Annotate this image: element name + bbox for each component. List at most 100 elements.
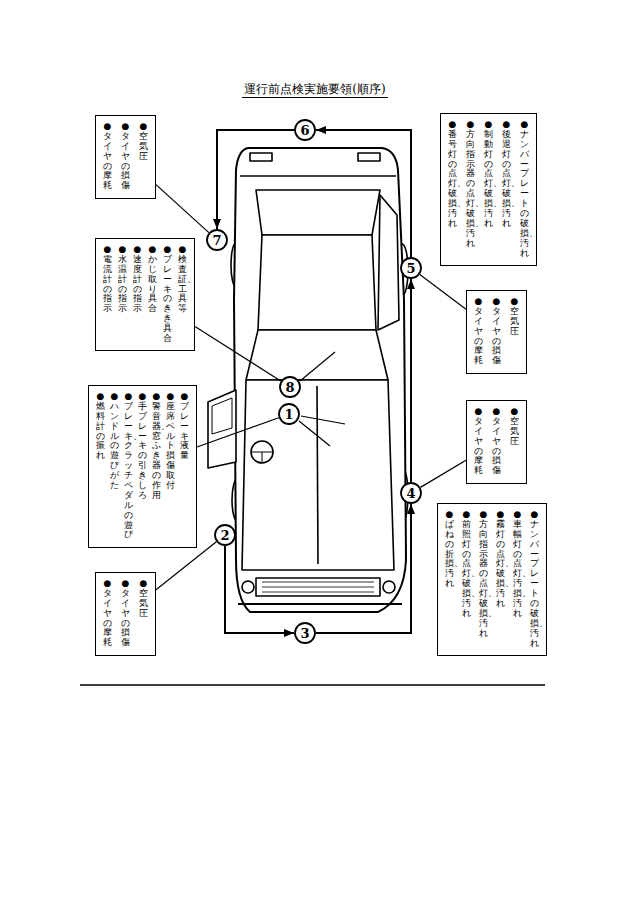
check-item: ●検査証、工具等	[178, 245, 187, 314]
step-number: 6	[300, 124, 309, 137]
circle-shape	[401, 483, 421, 503]
rear-window	[256, 190, 380, 235]
leader-line	[156, 542, 216, 590]
step-number: 3	[300, 627, 309, 640]
hood-crease	[317, 386, 318, 564]
tail-light	[358, 153, 380, 161]
leader-line	[420, 460, 466, 487]
check-item: ●空気圧	[139, 579, 148, 619]
step-number: 1	[284, 408, 293, 421]
door-window	[212, 398, 232, 434]
check-item: ●制動灯の点灯、破損、汚れ	[484, 120, 493, 229]
check-item: ●タイヤの摩耗	[103, 122, 112, 191]
check-item: ●ブレーキ液量	[180, 392, 189, 461]
steering-spokes	[251, 452, 273, 463]
check-item: ●タイヤの摩耗	[474, 297, 483, 366]
check-item: ●ナンバープレートの破損、汚れ	[520, 120, 529, 258]
check-item: ●警音器、窓ふき器の作用	[152, 392, 161, 501]
check-item: ●タイヤの損傷	[492, 297, 501, 366]
check-item: ●ブレーキ、クラッチペダルの遊び	[124, 392, 133, 540]
circle-shape	[401, 258, 421, 278]
check-item: ●タイヤの損傷	[492, 407, 501, 476]
grille-bars	[262, 582, 374, 592]
pointer-line	[300, 352, 335, 381]
flow-arrow	[316, 504, 411, 633]
leader-line	[156, 185, 209, 233]
step-circle: 6	[294, 119, 316, 141]
check-item: ●タイヤの損傷	[121, 122, 130, 191]
check-item: ●ハンドルの遊びがた	[110, 392, 119, 491]
headlight	[242, 581, 254, 593]
step-circle: 4	[400, 482, 422, 504]
step-number: 8	[285, 381, 294, 394]
steering-wheel	[251, 441, 273, 463]
step-circle: 7	[206, 229, 228, 251]
open-door	[208, 390, 236, 468]
check-item: ●方向指示器の点灯、破損、汚れ	[479, 510, 488, 639]
check-item: ●ナンバープレートの破損、汚れ	[530, 510, 539, 648]
check-item: ●タイヤの摩耗	[474, 407, 483, 476]
step-number: 5	[406, 262, 415, 275]
check-item: ●かじ取り具合	[148, 245, 157, 314]
check-item: ●電流計の指示	[103, 245, 112, 314]
check-list-box: ●番号灯の点灯、破損、汚れ ●方向指示器の点灯、破損、汚れ ●制動灯の点灯、破損、汚…	[440, 113, 537, 266]
page-title: 運行前点検実施要領(順序)	[242, 82, 387, 98]
circle-shape	[279, 404, 299, 424]
step-circle: 8	[279, 376, 301, 398]
flow-arrow	[410, 279, 412, 482]
step-circle: 5	[400, 257, 422, 279]
check-item: ●水温計の指示	[118, 245, 127, 314]
flow-arrow	[225, 546, 294, 633]
check-list-box: ●タイヤの摩耗 ●タイヤの損傷 ●空気圧	[466, 290, 527, 374]
check-list-box: ●タイヤの摩耗●タイヤの損傷●空気圧	[466, 400, 527, 484]
title-row: 運行前点検実施要領(順序)	[0, 79, 630, 98]
roof	[258, 235, 376, 330]
bottom-rule	[80, 684, 545, 686]
check-item: ●空気圧	[139, 122, 148, 162]
check-list-box: ●ばねの折損、汚れ ●前照灯の点灯、破損、汚れ ●方向指示器の点灯、破損、汚れ ●霧灯…	[437, 503, 547, 656]
circle-shape	[215, 525, 235, 545]
circle-shape	[295, 120, 315, 140]
step-number: 4	[406, 487, 415, 500]
circle-shape	[295, 623, 315, 643]
check-item: ●タイヤの損傷	[121, 579, 130, 648]
leader-line	[420, 275, 466, 310]
circle-shape	[207, 230, 227, 250]
check-list-box: ●電流計の指示 ●水温計の指示 ●速度計の指示 ●かじ取り具合 ●ブレーキのきき具合 ●検…	[95, 238, 195, 351]
leader-line	[197, 418, 279, 447]
step-circle: 3	[294, 622, 316, 644]
headlight	[383, 581, 395, 593]
pointer-line	[299, 421, 330, 446]
check-item: ●霧灯の点灯、破損、汚れ	[496, 510, 505, 609]
flow-arrow	[316, 130, 411, 257]
check-item: ●速度計の指示	[133, 245, 142, 314]
grille	[256, 578, 380, 596]
check-item: ●ばねの折損、汚れ	[445, 510, 454, 589]
car-body	[234, 148, 406, 612]
check-list-box: ●タイヤの摩耗●タイヤの損傷●空気圧	[95, 572, 156, 656]
step-circle: 1	[278, 403, 300, 425]
step-circle: 2	[214, 524, 236, 546]
bumper	[238, 603, 402, 605]
step-number: 7	[212, 234, 221, 247]
check-list-box: ●タイヤの摩耗 ●タイヤの損傷 ●空気圧	[95, 115, 156, 199]
step-number: 2	[220, 529, 229, 542]
check-item: ●方向指示器の点灯、破損、汚れ	[466, 120, 475, 249]
check-item: ●燃料計の振れ	[96, 392, 105, 461]
tail-light	[250, 153, 272, 161]
check-item: ●空気圧	[510, 297, 519, 337]
side-window	[378, 195, 399, 330]
flow-arrow	[217, 130, 294, 229]
leader-line	[195, 326, 281, 381]
check-item: ●車幅灯の点灯、汚損、汚れ	[513, 510, 522, 619]
circle-shape	[280, 377, 300, 397]
pointer-line	[301, 416, 345, 424]
check-item: ●前照灯の点灯、破損、汚れ	[462, 510, 471, 619]
check-item: ●番号灯の点灯、破損、汚れ	[448, 120, 457, 229]
check-item: ●座席ベルト損傷取付	[166, 392, 175, 491]
check-item: ●ブレーキのきき具合	[163, 245, 172, 344]
trunk-line	[240, 175, 396, 177]
check-item: ●手ブレーキの引きしろ	[138, 392, 147, 501]
